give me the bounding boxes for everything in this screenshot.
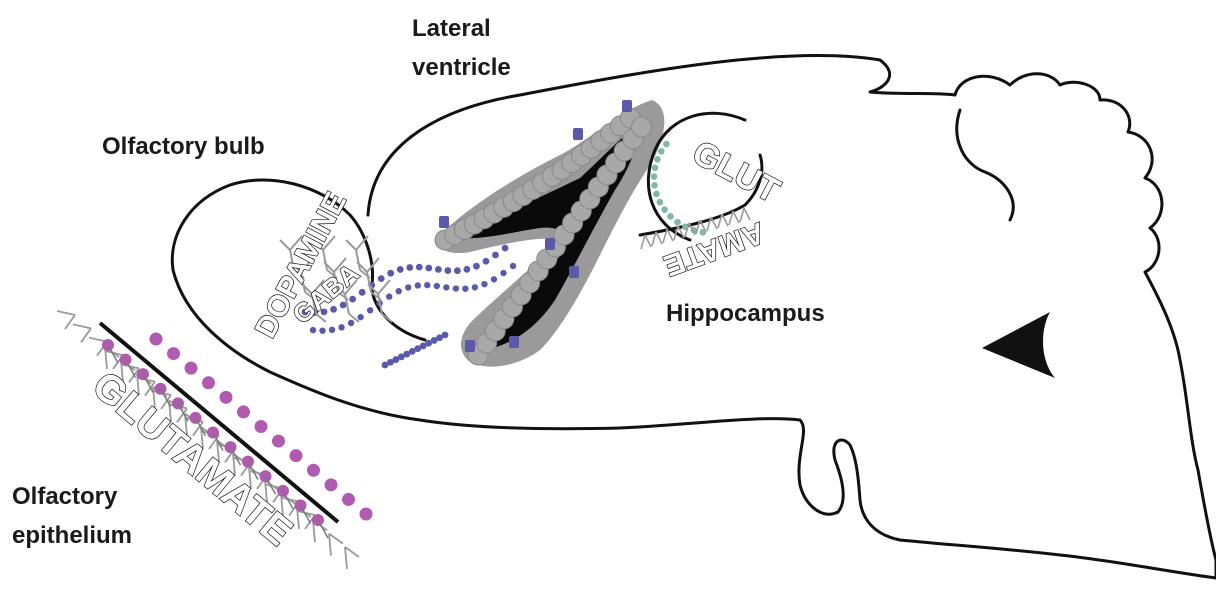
ventricle-stem-cell (573, 128, 583, 140)
olfactory-bulb-label: Olfactory bulb (102, 133, 265, 160)
epithelium-cell (325, 478, 338, 491)
neuroblast-dot (434, 283, 440, 289)
lateral-ventricle (435, 100, 664, 367)
hippocampus: GLUT AMATE (640, 113, 786, 282)
epithelium-cell (307, 464, 320, 477)
neuroblast-dot (492, 252, 499, 259)
neuroblast-dot (406, 264, 413, 271)
ventricle-stem-cell (439, 216, 449, 228)
neuroblast-dot (435, 266, 442, 273)
neuroblast-dot (424, 282, 430, 288)
olfactory-epithelium-label-line1: Olfactory (12, 483, 118, 510)
hippocampus-cell (651, 182, 658, 189)
hippocampus-cell (661, 206, 668, 213)
epithelium-cell (202, 376, 215, 389)
neuroblast-dot (453, 285, 459, 291)
ventricle-stem-cell (545, 238, 555, 250)
neuroblast-dot (357, 314, 363, 320)
neuroblast-dot (500, 270, 506, 276)
neuroblast-dot (491, 276, 497, 282)
neuroblast-dot (481, 281, 487, 287)
ventricle-stem-cell (509, 336, 519, 348)
neuroblast-dot (462, 285, 468, 291)
neuroblast-dot (386, 293, 392, 299)
lateral-ventricle-label-line2: ventricle (412, 54, 511, 81)
neuroblast-dot (378, 275, 385, 282)
hippocampus-dendrite (641, 235, 651, 249)
lateral-ventricle-label-line1: Lateral (412, 15, 491, 42)
hippocampus-cell (651, 173, 658, 180)
hippocampus-cell (663, 141, 670, 148)
neuroblast-dot (396, 288, 402, 294)
hippocampus-cell (653, 191, 660, 198)
epithelium-dendrite (297, 511, 359, 569)
hippocampus-cell (674, 219, 681, 226)
neuroblast-dot (397, 266, 404, 273)
neuroblast-dot (359, 289, 366, 296)
epithelium-cell (360, 508, 373, 521)
hippocampus-cell (652, 165, 659, 172)
hippocampus-cell (657, 199, 664, 206)
neuroblast-dot (415, 282, 421, 288)
amate-text: AMATE (659, 215, 768, 282)
hippocampus-cell (667, 213, 674, 220)
neuroblast-dot (483, 258, 490, 265)
ventricle-stem-cell (569, 266, 579, 278)
neuroblast-dot (502, 245, 509, 252)
neuroblast-dot (382, 362, 389, 369)
hippocampus-cell (658, 148, 665, 155)
ventricle-cell (631, 117, 651, 137)
epithelium-cell (237, 405, 250, 418)
neuroblast-dot (340, 302, 347, 309)
bulb-dendrite (368, 280, 392, 322)
neuroblast-dot (464, 266, 471, 273)
neuroblast-dot (319, 327, 325, 333)
neuroblast-dot (349, 296, 356, 303)
epithelium-cell (290, 449, 303, 462)
epithelium-cell (220, 391, 233, 404)
neuroblast-dot (405, 284, 411, 290)
hippocampus-dendrite (652, 232, 662, 246)
hippocampus-cell (654, 156, 661, 163)
neuroblast-dot (329, 327, 335, 333)
hippocampus-label: Hippocampus (666, 300, 825, 327)
neuroblast-dot (425, 265, 432, 272)
epithelium-cell (272, 435, 285, 448)
neuroblast-dot (510, 263, 516, 269)
neuroblast-dot (416, 264, 423, 271)
neuroblast-dot (444, 267, 451, 274)
olfactory-epithelium-label-line2: epithelium (12, 522, 132, 549)
epithelium-cell (167, 347, 180, 360)
epithelium-cell (255, 420, 268, 433)
epithelium-cell (342, 493, 355, 506)
neuroblast-dot (473, 263, 480, 270)
neuroblast-dot (310, 327, 316, 333)
neuroblast-dot (472, 284, 478, 290)
neuroblast-dot (387, 270, 394, 277)
neuroblast-dot (367, 307, 373, 313)
neuroblast-dot (338, 324, 344, 330)
cerebellum-fold (957, 110, 1013, 220)
epithelium-cell (185, 362, 198, 375)
epithelium-cell (150, 333, 163, 346)
ventricle-stem-cell (465, 340, 475, 352)
neuroblast-dot (348, 320, 354, 326)
neuroblast-dot (443, 284, 449, 290)
neuroblast-dot (454, 267, 461, 274)
ventricle-stem-cell (622, 100, 632, 112)
glut-text: GLUT (686, 134, 786, 211)
fourth-ventricle-wedge (982, 312, 1055, 378)
